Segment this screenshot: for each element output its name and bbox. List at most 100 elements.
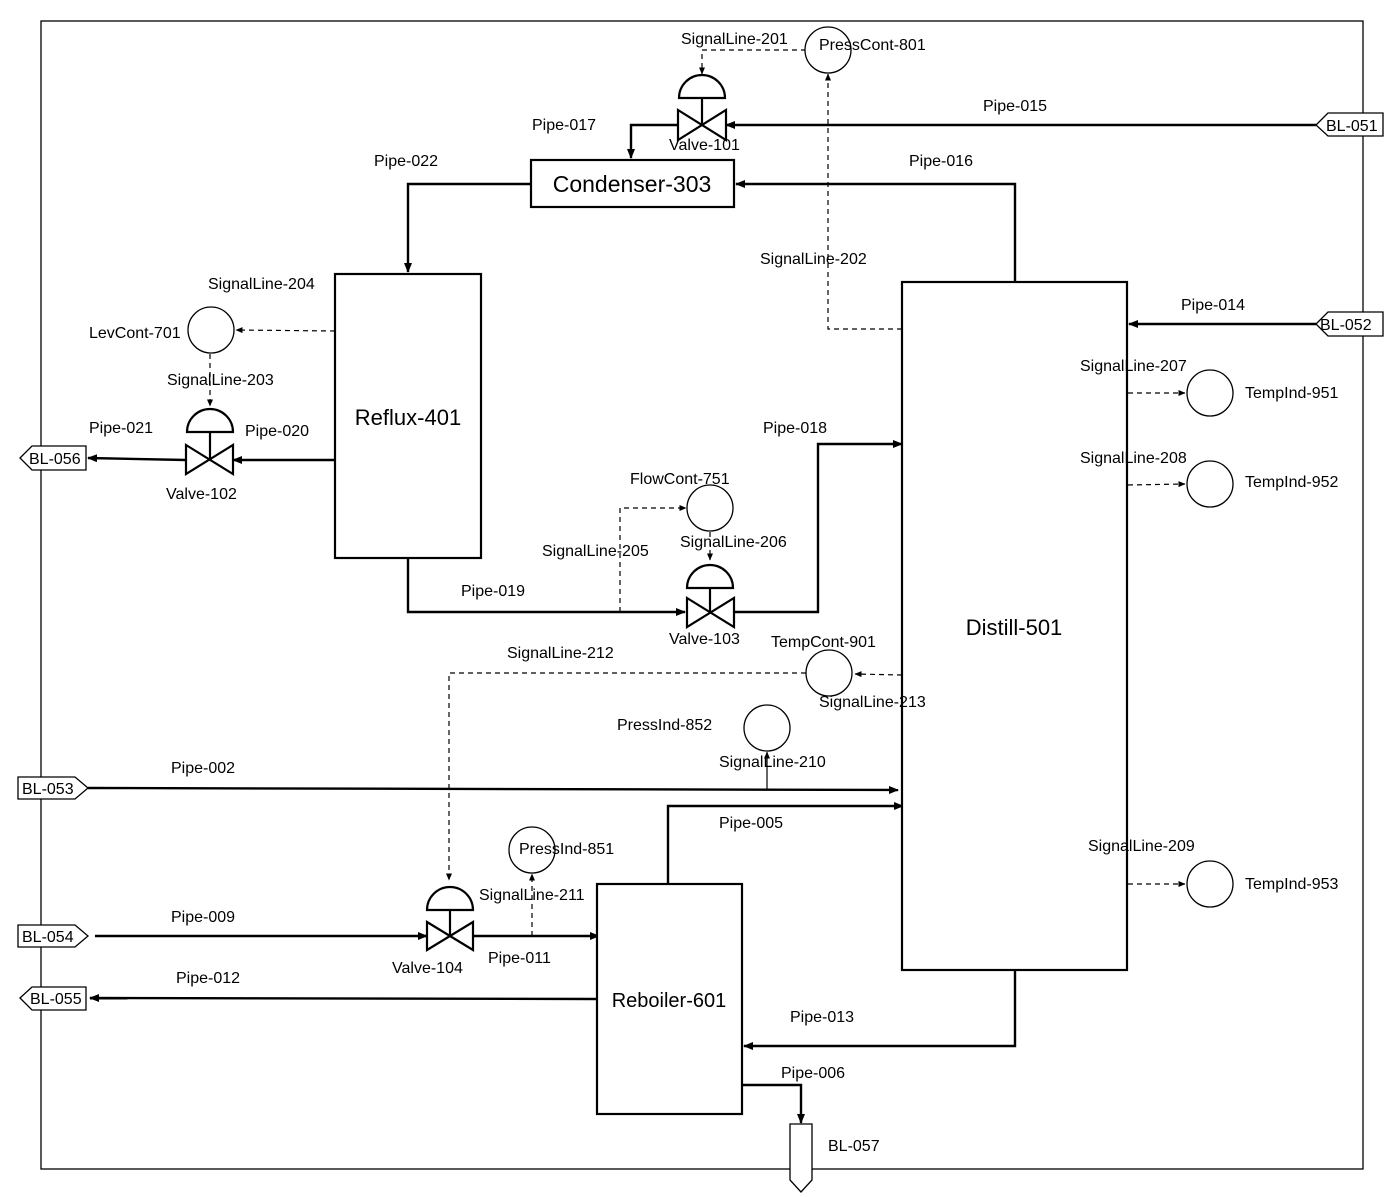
battery-limit-056[interactable]: BL-056 [19, 445, 87, 471]
temp-ind-952-label: TempInd-952 [1245, 474, 1338, 491]
bl-051-label: BL-051 [1326, 118, 1378, 135]
bl-053-label: BL-053 [22, 781, 74, 798]
signal-line-201[interactable] [699, 49, 806, 75]
bl-055-label: BL-055 [30, 991, 82, 1008]
signal-line-202[interactable] [825, 73, 902, 330]
flow-cont-751[interactable]: FlowCont-751 [630, 471, 734, 532]
temp-cont-901[interactable]: TempCont-901 [771, 634, 876, 697]
reboiler-601-label: Reboiler-601 [612, 990, 727, 1012]
signal-line-212[interactable] [446, 672, 806, 881]
signal-line-labels: SignalLine-201 SignalLine-202 SignalLine… [167, 31, 1195, 904]
pipe-018-line[interactable] [734, 440, 903, 614]
valve-103-label: Valve-103 [669, 631, 740, 648]
pipe-005-line[interactable] [666, 802, 904, 884]
valve-101[interactable]: Valve-101 [669, 73, 740, 154]
signal-line-203-label: SignalLine-203 [167, 372, 274, 389]
pipes [87, 121, 1316, 1124]
signal-lines [207, 49, 1186, 936]
signal-line-201-label: SignalLine-201 [681, 31, 788, 48]
pipe-015-label: Pipe-015 [983, 98, 1047, 115]
signal-line-202-label: SignalLine-202 [760, 251, 867, 268]
pipe-labels: Pipe-015 Pipe-017 Pipe-016 Pipe-022 Pipe… [89, 98, 1245, 1082]
pipe-017-line[interactable] [627, 123, 678, 159]
reboiler-601[interactable]: Reboiler-601 [595, 882, 744, 1116]
battery-limit-055[interactable]: BL-055 [19, 986, 87, 1011]
signal-line-204-label: SignalLine-204 [208, 276, 315, 293]
pipe-019-line[interactable] [406, 559, 686, 616]
temp-ind-951-label: TempInd-951 [1245, 385, 1338, 402]
signal-line-208[interactable] [1127, 481, 1186, 488]
pipe-022-label: Pipe-022 [374, 153, 438, 170]
bl-052-label: BL-052 [1320, 317, 1372, 334]
temp-cont-901-label: TempCont-901 [771, 634, 876, 651]
signal-line-206-label: SignalLine-206 [680, 534, 787, 551]
pipe-021-label: Pipe-021 [89, 420, 153, 437]
valve-102-label: Valve-102 [166, 486, 237, 503]
pipe-002-label: Pipe-002 [171, 760, 235, 777]
press-ind-852-label: PressInd-852 [617, 717, 712, 734]
pipe-014-label: Pipe-014 [1181, 297, 1245, 314]
lev-cont-701[interactable]: LevCont-701 [89, 306, 235, 354]
pipe-013-label: Pipe-013 [790, 1009, 854, 1026]
battery-limit-054[interactable]: BL-054 [17, 924, 90, 948]
distill-501-label: Distill-501 [966, 615, 1063, 640]
valve-104-label: Valve-104 [392, 960, 463, 977]
lev-cont-701-label: LevCont-701 [89, 325, 181, 342]
reflux-401[interactable]: Reflux-401 [333, 272, 483, 560]
signal-line-209-label: SignalLine-209 [1088, 838, 1195, 855]
diagram-frame [40, 20, 1364, 1170]
valve-104[interactable]: Valve-104 [392, 885, 475, 977]
signal-line-207-label: SignalLine-207 [1080, 358, 1187, 375]
signal-line-213-label: SignalLine-213 [819, 694, 926, 711]
condenser-303[interactable]: Condenser-303 [529, 158, 736, 209]
valve-103[interactable]: Valve-103 [669, 563, 740, 648]
distill-501[interactable]: Distill-501 [900, 280, 1129, 972]
battery-limit-053[interactable]: BL-053 [17, 776, 90, 800]
temp-ind-953-label: TempInd-953 [1245, 876, 1338, 893]
condenser-303-label: Condenser-303 [553, 171, 712, 197]
signal-line-208-label: SignalLine-208 [1080, 450, 1187, 467]
signal-line-205[interactable] [619, 505, 687, 612]
pipe-002-line[interactable] [87, 785, 899, 794]
signal-line-213[interactable] [854, 671, 903, 678]
pipe-011-label: Pipe-011 [488, 950, 551, 967]
pipe-022-line[interactable] [404, 182, 531, 273]
pipe-021-line[interactable] [87, 454, 187, 463]
bl-056-label: BL-056 [29, 451, 81, 468]
signal-line-211-label: SignalLine-211 [479, 887, 585, 904]
temp-ind-953[interactable]: TempInd-953 [1186, 860, 1338, 908]
pipe-017-label: Pipe-017 [532, 117, 596, 134]
signal-line-205-label: SignalLine-205 [542, 543, 649, 560]
pipe-006-label: Pipe-006 [781, 1065, 845, 1082]
reflux-401-label: Reflux-401 [355, 405, 461, 430]
pipe-006-line[interactable] [742, 1083, 805, 1124]
pipe-012-line[interactable] [89, 994, 598, 1003]
press-cont-801[interactable]: PressCont-801 [804, 26, 926, 74]
bl-054-label: BL-054 [22, 929, 74, 946]
pipe-018-label: Pipe-018 [763, 420, 827, 437]
temp-ind-952[interactable]: TempInd-952 [1186, 460, 1338, 508]
pipe-019-label: Pipe-019 [461, 583, 525, 600]
signal-line-210-label: SignalLine-210 [719, 754, 826, 771]
pipe-005-label: Pipe-005 [719, 815, 783, 832]
signal-line-204[interactable] [235, 327, 336, 334]
battery-limit-057[interactable]: BL-057 [789, 1123, 880, 1193]
pipe-016-line[interactable] [735, 180, 1017, 282]
pipe-009-label: Pipe-009 [171, 909, 235, 926]
battery-limit-051[interactable]: BL-051 [1315, 112, 1384, 137]
press-ind-851[interactable]: PressInd-851 [508, 826, 614, 874]
press-ind-852[interactable]: PressInd-852 [617, 704, 791, 752]
bl-057-label: BL-057 [828, 1138, 880, 1155]
temp-ind-951[interactable]: TempInd-951 [1186, 369, 1338, 417]
press-ind-851-label: PressInd-851 [519, 841, 614, 858]
press-cont-801-label: PressCont-801 [819, 37, 926, 54]
valve-101-label: Valve-101 [669, 137, 740, 154]
flow-cont-751-label: FlowCont-751 [630, 471, 730, 488]
battery-limit-052[interactable]: BL-052 [1315, 311, 1384, 337]
pipe-016-label: Pipe-016 [909, 153, 973, 170]
valve-102[interactable]: Valve-102 [166, 407, 237, 503]
pipe-012-label: Pipe-012 [176, 970, 240, 987]
signal-line-212-label: SignalLine-212 [507, 645, 614, 662]
pipe-013-line[interactable] [743, 970, 1017, 1050]
